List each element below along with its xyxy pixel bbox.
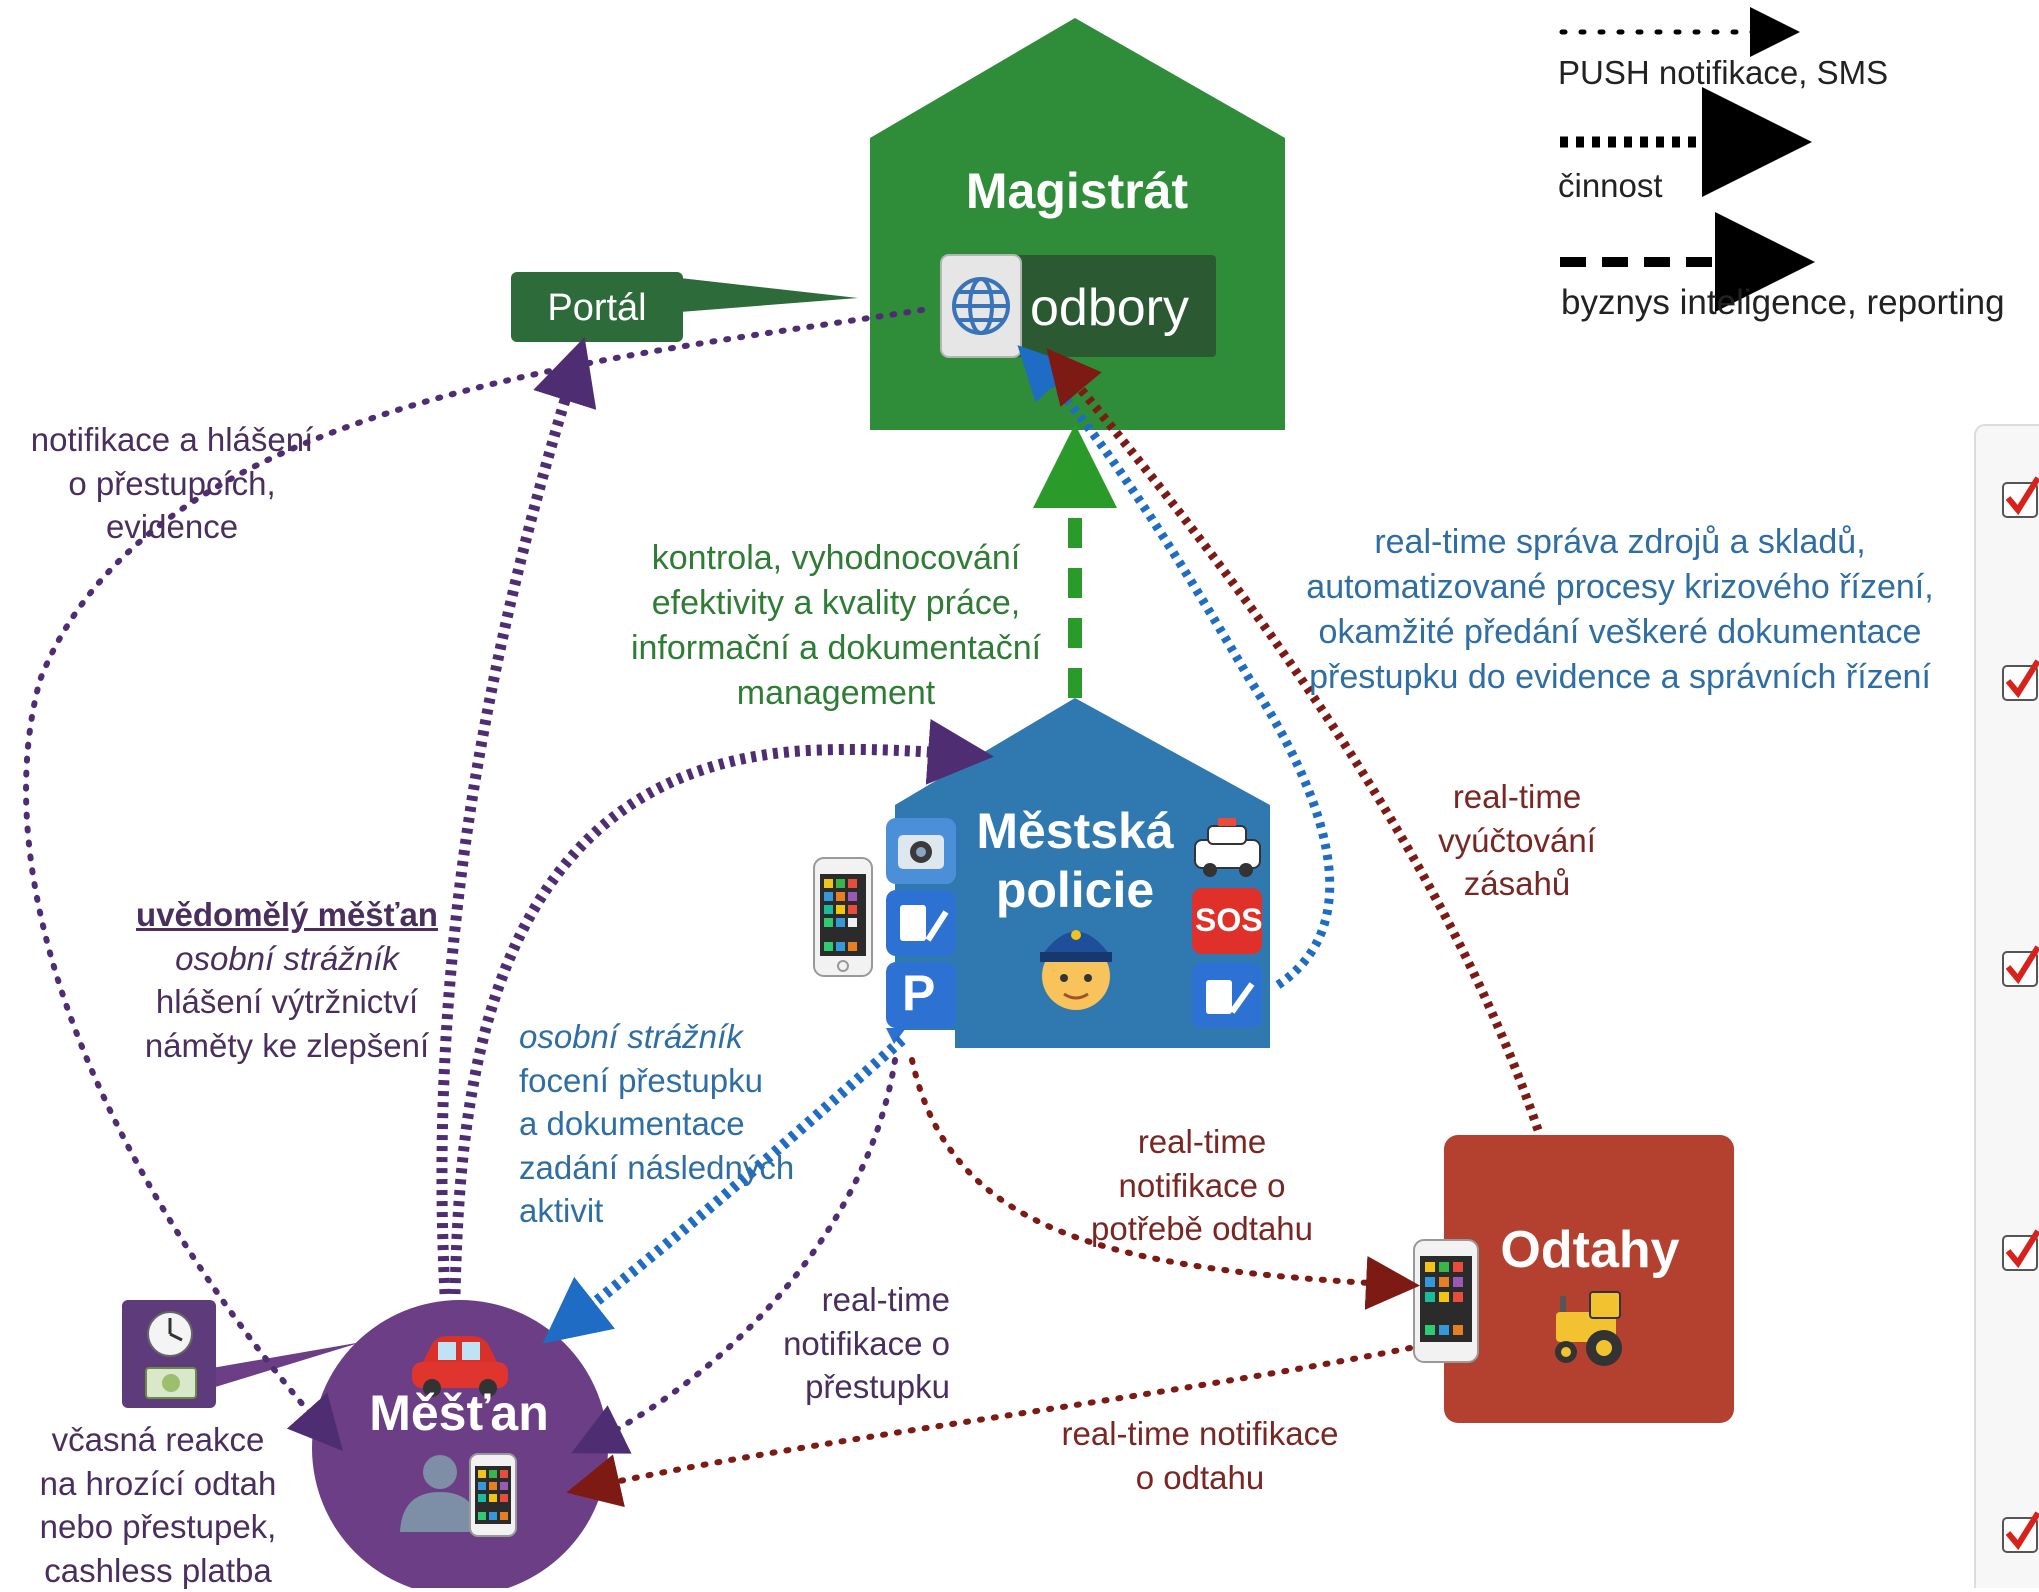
- arrow-odtahy-odbory: [1046, 348, 1543, 1132]
- arrow-odbory-mestan: [23, 307, 925, 1451]
- arrow-policie-mestan: [542, 1035, 906, 1344]
- policie-title-2: policie: [995, 862, 1155, 918]
- arrow-odtahy-mestan: [566, 1345, 1413, 1508]
- globe-icon: [952, 277, 1010, 335]
- car-icon: [412, 1336, 508, 1397]
- legend-bi-label: byznys inteligence, reporting: [1561, 283, 2005, 322]
- portal-node[interactable]: [511, 272, 858, 342]
- checkbox-icon: [2002, 659, 2039, 701]
- label-uvedomely: uvědomělý měšťan osobní strážník hlášení…: [136, 896, 438, 1064]
- parking-letter: P: [902, 965, 936, 1021]
- odbory-label: odbory: [1030, 279, 1189, 337]
- banknote-icon: [145, 1367, 197, 1399]
- magistrat-node[interactable]: [870, 18, 1285, 430]
- checkbox-icon: [2002, 1511, 2039, 1553]
- police-car-icon: [1194, 818, 1261, 877]
- phone-icon: [813, 857, 873, 977]
- magistrat-title: Magistrát: [965, 163, 1189, 219]
- police-officer-icon: [1040, 930, 1112, 1010]
- sos-icon: [1192, 888, 1262, 954]
- clock-icon: [147, 1311, 193, 1357]
- checkbox-list: [2002, 476, 2039, 1553]
- phone-icon-odtahy: [1413, 1239, 1479, 1363]
- arrow-mestan-portal: [436, 337, 597, 1295]
- phone-icon-mestan: [469, 1453, 517, 1537]
- payment-callout: [122, 1300, 362, 1408]
- user-silhouette-icon: [400, 1455, 480, 1532]
- sos-letters: SOS: [1195, 902, 1263, 938]
- legend-push-label: PUSH notifikace, SMS: [1558, 54, 1889, 91]
- policie-node[interactable]: [813, 698, 1270, 1048]
- arrow-policie-mestan-notif: [571, 1057, 898, 1454]
- arrow-policie-odtahy: [909, 1057, 1420, 1310]
- legend: [1559, 7, 1815, 312]
- checkbox-icon: [2002, 945, 2039, 987]
- parking-icon: [886, 962, 956, 1028]
- legend-activity-label: činnost: [1558, 167, 1663, 204]
- mestan-title: Měšťan: [369, 1385, 549, 1441]
- odtahy-node[interactable]: [1413, 1135, 1734, 1423]
- label-realtime-sprava: real-time správa zdrojů a skladů,automat…: [1306, 523, 1934, 696]
- checkbox-icon: [2002, 476, 2039, 518]
- checkbox-icon: [2002, 1229, 2039, 1271]
- portal-label[interactable]: Portál: [547, 287, 647, 329]
- arrow-mestan-policie: [449, 718, 994, 1295]
- tractor-icon: [1555, 1291, 1622, 1366]
- mestan-node[interactable]: [312, 1300, 608, 1588]
- policie-title-1: Městská: [976, 803, 1174, 859]
- odtahy-title: Odtahy: [1500, 1221, 1680, 1279]
